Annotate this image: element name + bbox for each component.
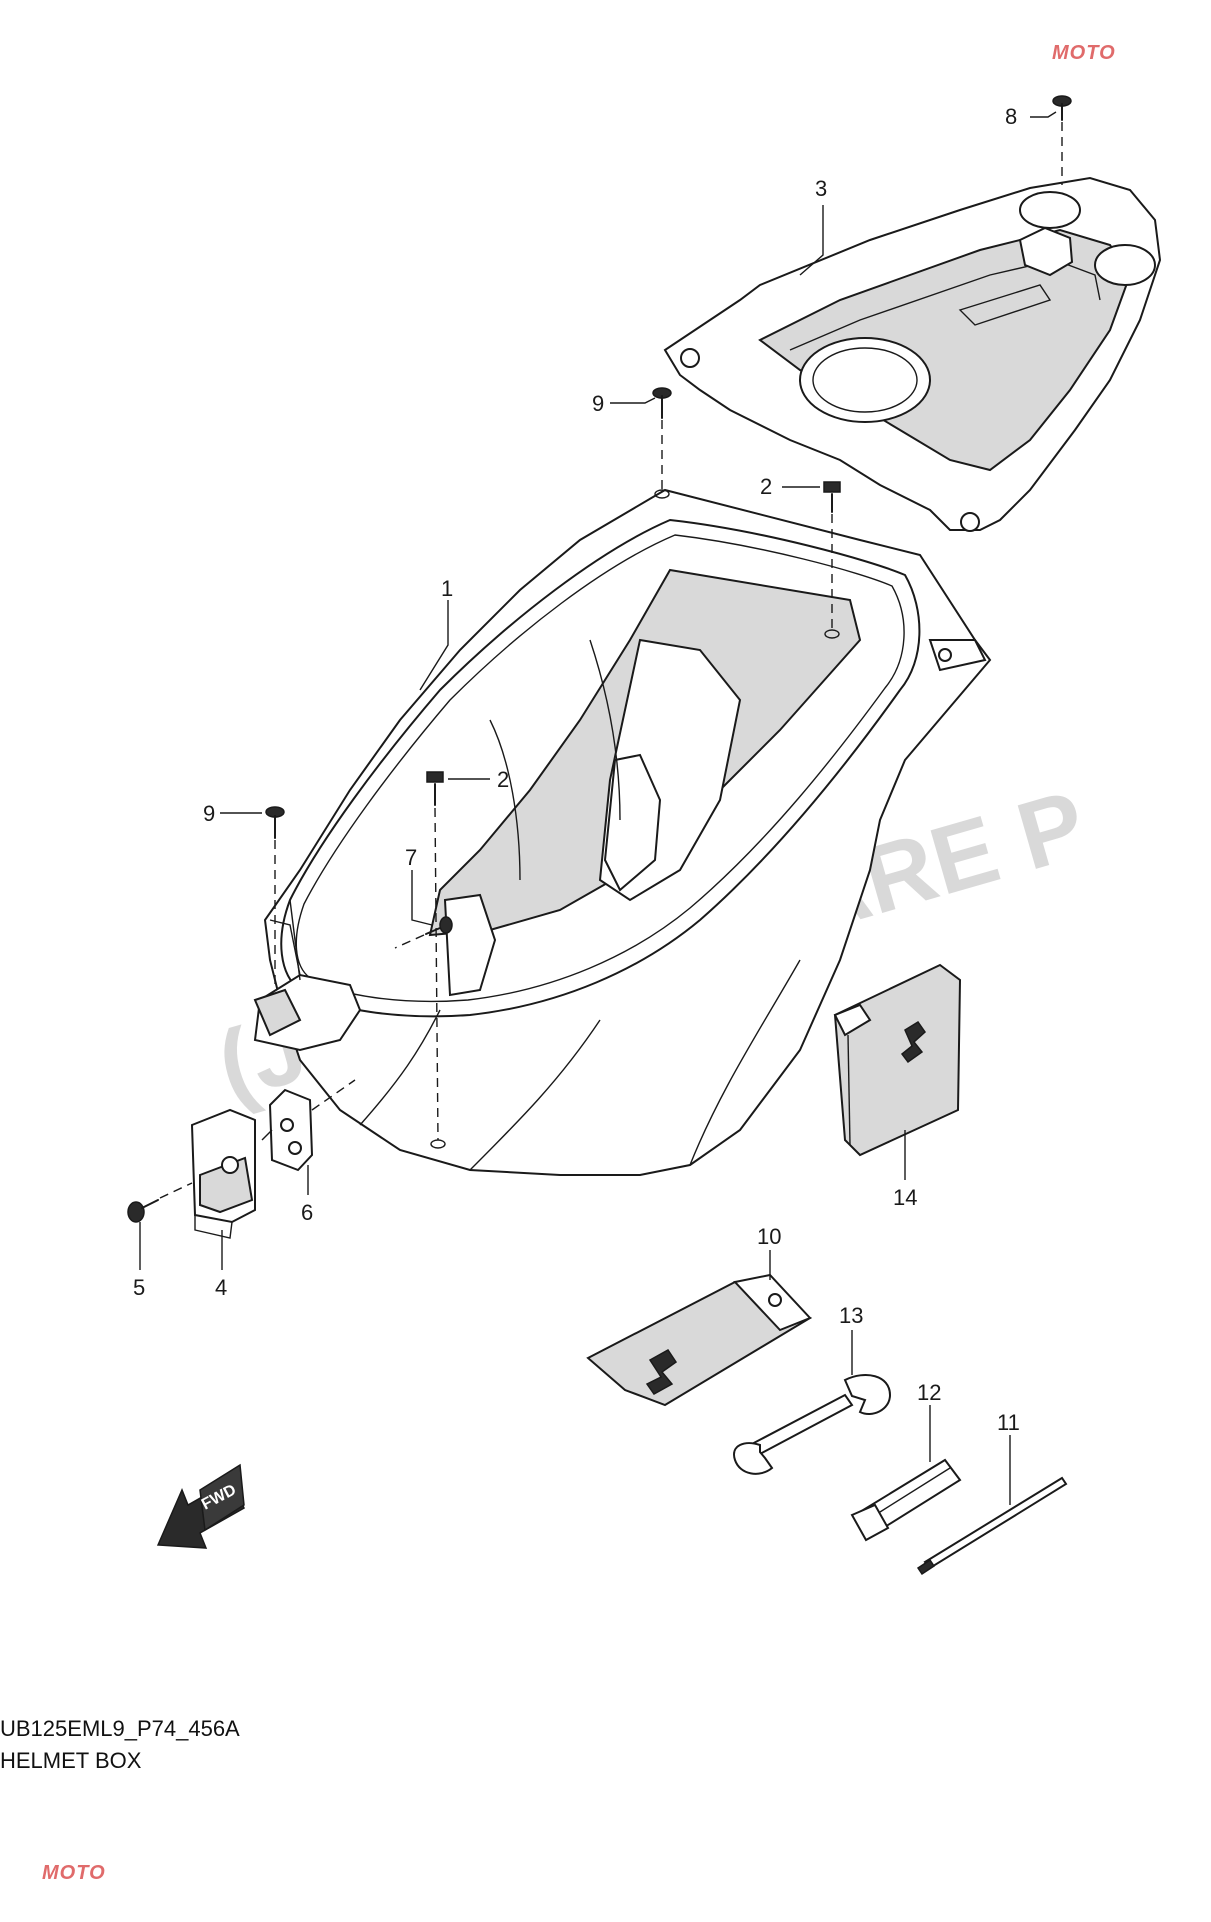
- callout-4: 4: [215, 1275, 227, 1300]
- screw-9-top: [652, 387, 672, 419]
- diagram-code: UB125EML9_P74_456A: [0, 1716, 240, 1741]
- callout-1: 1: [441, 576, 453, 601]
- part-11-screwdriver: [916, 1476, 1068, 1576]
- callout-3: 3: [815, 176, 827, 201]
- callout-13: 13: [839, 1303, 863, 1328]
- part-10-tool-bag: [586, 1273, 813, 1407]
- part-12-plug-wrench: [850, 1458, 962, 1542]
- callout-9-top: 9: [592, 391, 604, 416]
- assembly-line-5: [159, 1182, 193, 1199]
- diagram-title: HELMET BOX: [0, 1748, 142, 1773]
- screw-5: [127, 1199, 159, 1223]
- part-13-wrench: [733, 1374, 892, 1475]
- part-14-document-pouch: [833, 963, 962, 1157]
- part-6-bracket: [261, 1088, 314, 1172]
- screw-8: [1052, 95, 1072, 121]
- callout-14: 14: [893, 1185, 917, 1210]
- bolt-2-top: [823, 481, 841, 513]
- assembly-line-2-mid: [434, 807, 439, 1141]
- callout-9-left: 9: [203, 801, 215, 826]
- callout-12: 12: [917, 1380, 941, 1405]
- screw-9-left: [265, 806, 285, 839]
- part-3-seat-frame: [663, 176, 1162, 532]
- callout-2-mid: 2: [497, 767, 509, 792]
- callout-7: 7: [405, 845, 417, 870]
- assembly-line-7: [394, 934, 425, 949]
- brand-logo-top: MOTO: [1052, 42, 1116, 64]
- part-1-helmet-box: [253, 488, 992, 1176]
- callout-6: 6: [301, 1200, 313, 1225]
- callout-10: 10: [757, 1224, 781, 1249]
- callout-11: 11: [997, 1410, 1020, 1435]
- brand-logo-bottom: MOTO: [42, 1862, 106, 1884]
- part-4-latch: [190, 1108, 256, 1239]
- assembly-line-6: [311, 1079, 356, 1111]
- screw-7: [425, 916, 453, 935]
- callout-2-top: 2: [760, 474, 772, 499]
- callout-5: 5: [133, 1275, 145, 1300]
- forward-direction-arrow: FWD: [156, 1463, 245, 1549]
- bolt-2-mid: [426, 771, 444, 806]
- callout-8: 8: [1005, 104, 1017, 129]
